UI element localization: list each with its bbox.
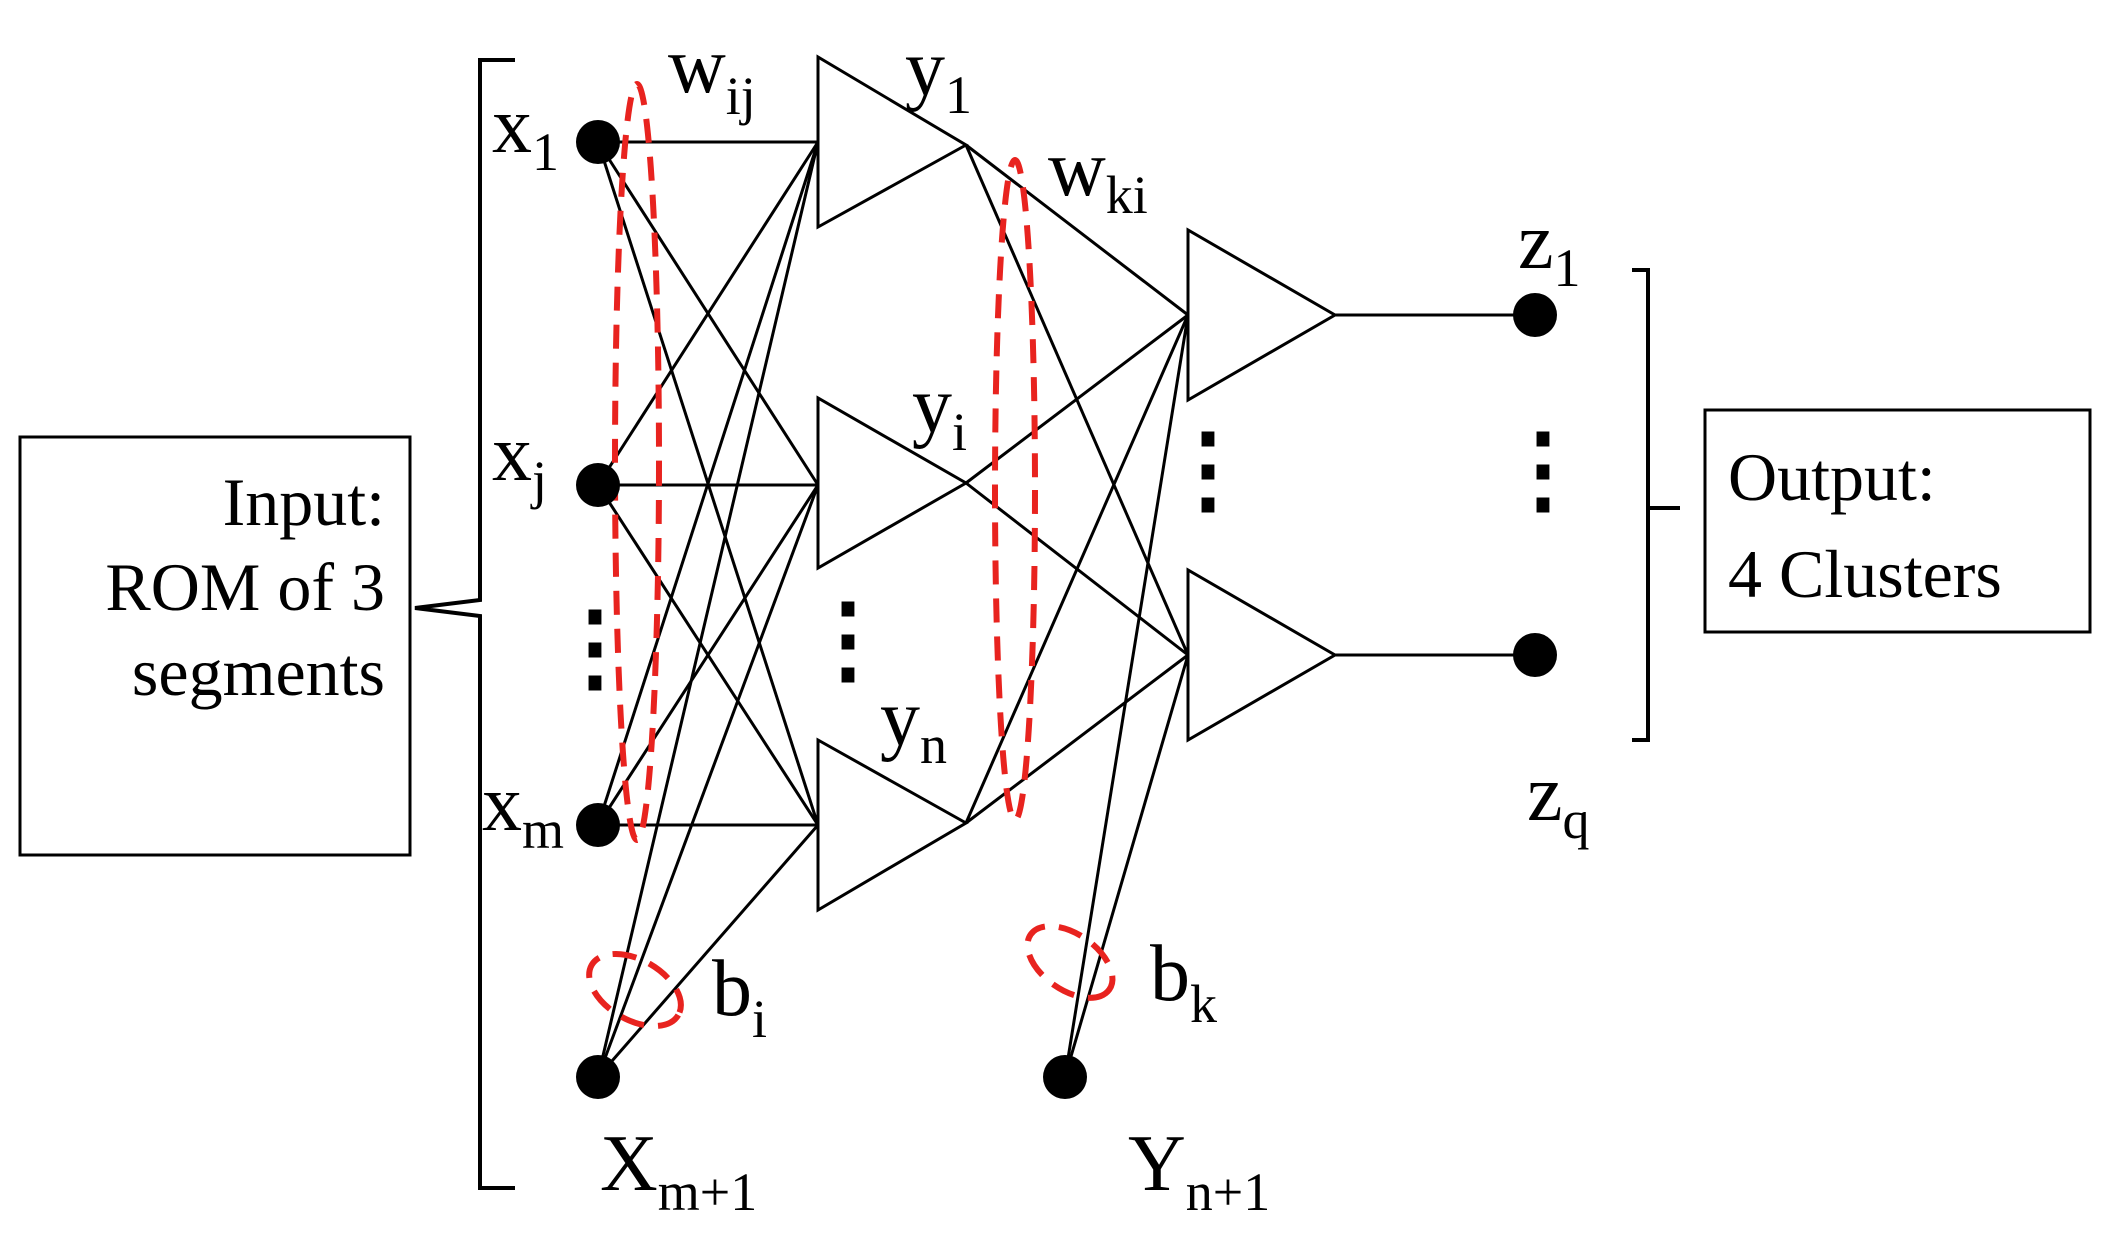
input-ellipsis: ⋮ — [547, 594, 643, 701]
label-xm: xm — [482, 760, 564, 860]
label-x1: x1 — [492, 82, 559, 182]
label-bk: bk — [1150, 930, 1217, 1034]
input-box-line3: segments — [132, 634, 385, 710]
label-yn: yn — [880, 675, 947, 775]
input-box-line1: Input: — [223, 464, 385, 540]
label-wki: wki — [1048, 125, 1148, 225]
bk-ellipse — [1024, 923, 1116, 1001]
label-wij: wij — [668, 22, 756, 126]
output-node-zq — [1513, 633, 1557, 677]
output-bracket — [1632, 268, 1680, 742]
hidden-bias-node — [1043, 1055, 1087, 1099]
output-neuron-q — [1186, 567, 1338, 743]
hidden-neuron-i — [816, 395, 970, 571]
input-node-xm — [576, 803, 620, 847]
hidden-ellipsis: ⋮ — [800, 586, 896, 693]
output-box — [1703, 408, 2092, 634]
label-y1: y1 — [905, 25, 972, 125]
input-bias-node — [576, 1055, 620, 1099]
input-node-xj — [576, 463, 620, 507]
hidden-neuron-1 — [816, 54, 970, 230]
input-box — [18, 435, 412, 857]
input-brace — [414, 58, 515, 1190]
wij-ellipse — [612, 81, 662, 843]
label-xj: xj — [492, 410, 547, 510]
input-hidden-connections — [596, 140, 820, 1078]
input-box-line2: ROM of 3 — [105, 549, 385, 625]
label-yi: yi — [912, 362, 967, 462]
label-ybias: Yn+1 — [1128, 1120, 1270, 1222]
bi-ellipse — [586, 950, 684, 1030]
output-node-z1 — [1513, 293, 1557, 337]
output-node-ellipsis: ⋮ — [1495, 416, 1591, 523]
label-bi: bi — [712, 945, 767, 1049]
label-z1: z1 — [1518, 198, 1581, 298]
input-node-x1 — [576, 120, 620, 164]
output-neuron-1 — [1186, 227, 1338, 403]
output-box-line2: 4 Clusters — [1728, 536, 2002, 612]
label-zq: zq — [1527, 750, 1590, 850]
wki-ellipse — [992, 157, 1038, 823]
output-neuron-ellipsis: ⋮ — [1160, 416, 1256, 523]
weight-highlights — [586, 81, 1116, 1030]
output-box-line1: Output: — [1728, 439, 1936, 515]
label-xbias: Xm+1 — [600, 1120, 757, 1222]
hidden-neuron-n — [816, 737, 970, 913]
